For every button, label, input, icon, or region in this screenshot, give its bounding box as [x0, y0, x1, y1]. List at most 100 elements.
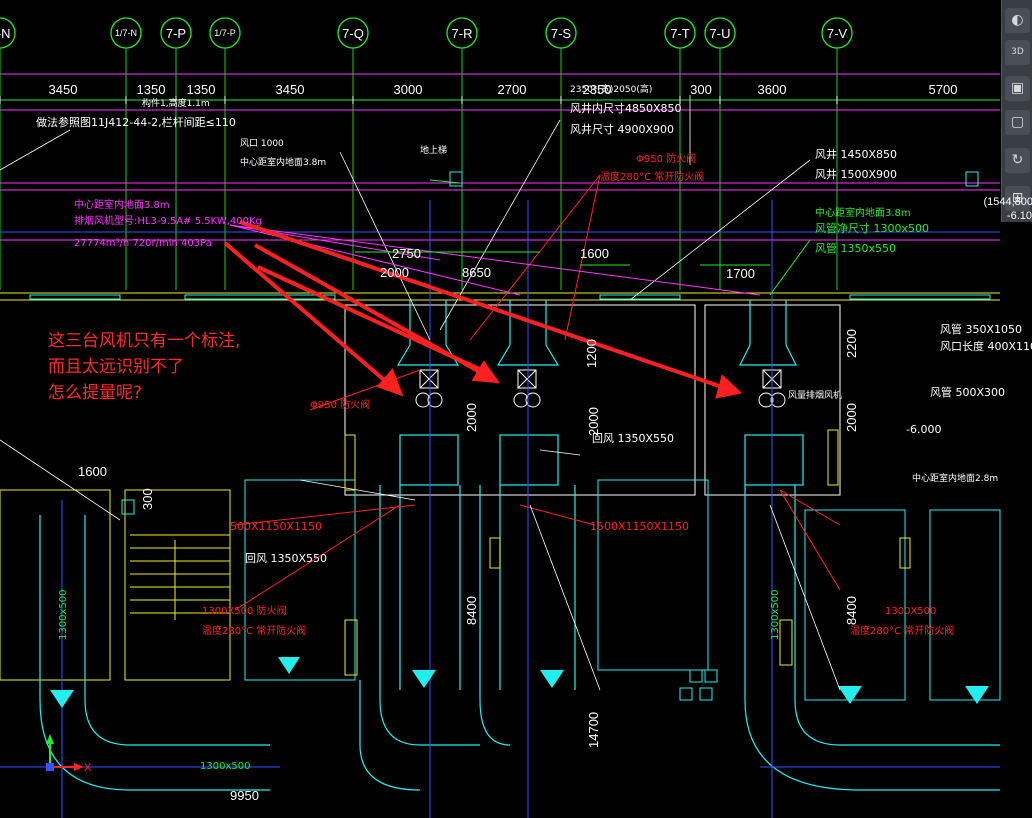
question-line-3: 怎么提量呢?: [48, 383, 142, 403]
note-duct-500: 风管 500X300: [930, 385, 1005, 399]
dim-8400-b: 8400: [844, 596, 859, 625]
axis-bubble-7-n: 7-N: [0, 17, 16, 49]
duct-size-label: 1300x500: [200, 761, 250, 772]
axis-label: 7-T: [670, 26, 690, 41]
duct-vertical-label-left: 1300x500: [58, 590, 69, 640]
top-dim-8: 3600: [758, 82, 787, 97]
dim-8650: 8650: [462, 265, 491, 280]
top-dim-0: 3450: [49, 82, 78, 97]
dim-1700: 1700: [726, 266, 755, 281]
dim-300: 300: [140, 488, 155, 510]
axis-label: 1/7-P: [214, 28, 236, 38]
axis-bubble-7-p: 7-P: [160, 17, 192, 49]
note-center-height-b: 中心距室内地面2.8m: [912, 472, 998, 484]
axis-bubble-7-s: 7-S: [545, 17, 577, 49]
top-dim-4: 3000: [394, 82, 423, 97]
globe-icon[interactable]: ◐: [1005, 8, 1030, 33]
axis-label: 7-U: [710, 26, 731, 41]
ucs-x-label: X: [84, 762, 92, 774]
note-return-a: 回风 1350X550: [592, 432, 674, 445]
note-fire-damper-temp-c: 温度280°C 常开防火阀: [850, 624, 954, 637]
note-shaft-1500: 风井 1500X900: [815, 167, 897, 181]
duct-centerlines: [0, 200, 1000, 818]
note-fan-capacity: 27774m³/h 720r/min 403Pa: [74, 238, 212, 249]
column-markers: [121, 171, 979, 701]
exhaust-fan-2[interactable]: [513, 369, 541, 408]
note-fire-damper-temp-b: 温度280°C 常开防火阀: [202, 624, 306, 637]
coord-readout-y: -6.10: [1006, 210, 1032, 222]
axis-label: 7-S: [551, 26, 572, 41]
dim-2000-v3: 2000: [844, 403, 859, 432]
note-green-center: 中心距室内地面3.8m: [815, 206, 911, 219]
dim-2000-v1: 2000: [464, 403, 479, 432]
top-dim-3: 3450: [276, 82, 305, 97]
note-fan-name: 风量排烟风机: [788, 389, 842, 401]
top-dim-1: 1350: [137, 82, 166, 97]
note-railing-spec: 做法参照图11J412-44-2,栏杆间距≤110: [36, 115, 236, 129]
note-plenum-b: 1500X1150X1150: [590, 520, 689, 533]
dim-14700: 14700: [586, 712, 601, 748]
cube-3d-icon[interactable]: 3D: [1005, 40, 1030, 65]
axis-label: 7-R: [452, 26, 473, 41]
dim-2750: 2750: [392, 246, 421, 261]
green-leaders: [355, 179, 811, 296]
axis-label: 7-N: [0, 26, 10, 41]
box-front-icon[interactable]: ▢: [1005, 110, 1030, 135]
note-duct-1300: 风管净尺寸 1300x500: [815, 221, 929, 235]
box-icon[interactable]: ▣: [1005, 76, 1030, 101]
top-dim-5: 2700: [498, 82, 527, 97]
axis-bubble-7-u: 7-U: [704, 17, 736, 49]
top-dim-7: 300: [690, 82, 712, 97]
red-arrows: [223, 220, 743, 399]
dim-9950: 9950: [230, 788, 259, 803]
orbit-icon[interactable]: ↻: [1005, 148, 1030, 173]
note-shaft-outer: 风井尺寸 4900X900: [570, 122, 674, 136]
top-dim-6: 2350: [583, 82, 612, 97]
note-fan-model: 排烟风机型号:HL3-9.5A# 5.5KW,400Kg: [74, 214, 262, 227]
note-fire-damper-1300: 1300X500 防火阀: [202, 604, 287, 617]
axis-bubble-7-t: 7-T: [664, 17, 696, 49]
building-walls: [0, 292, 1001, 701]
note-stair-up: 地上梯: [420, 144, 447, 156]
dim-2000: 2000: [380, 265, 409, 280]
top-dimension-lines: [0, 73, 1000, 241]
axis-label: 1/7-N: [115, 28, 137, 38]
white-leaders: [0, 95, 841, 691]
axis-label: 7-P: [166, 26, 186, 41]
coord-readout-x: (1544,800: [983, 196, 1032, 208]
dim-2200: 2200: [844, 329, 859, 358]
view-toolbar: ◐ 3D ▣ ▢ ↻ ⊞: [1001, 0, 1032, 222]
axis-bubbles: 7-N 1/7-N 7-P 1/7-P 7-Q 7-R 7-S 7-T 7-U 7-V: [0, 17, 853, 49]
air-shaft-3[interactable]: [739, 300, 1000, 791]
red-leaders: [234, 174, 841, 611]
air-diffusers[interactable]: [50, 657, 989, 708]
yellow-elements: [344, 429, 911, 676]
note-fire-damper-b: Φ950 防火阀: [310, 398, 370, 411]
axis-bubble-7-r: 7-R: [446, 17, 478, 49]
note-shaft-1450: 风井 1450X850: [815, 147, 897, 161]
axis-bubble-7-v: 7-V: [821, 17, 853, 49]
note-fire-damper-a: Φ950 防火阀: [636, 152, 696, 165]
note-fire-damper-temp-a: 温度280°C 常开防火阀: [600, 170, 704, 183]
axis-grid-lines: [0, 48, 838, 290]
top-dim-2: 1350: [187, 82, 216, 97]
exhaust-fan-1[interactable]: [415, 369, 443, 408]
pan-icon[interactable]: ⊞: [1005, 186, 1030, 211]
dim-1200: 1200: [584, 339, 599, 368]
axis-bubble-1-7-p: 1/7-P: [209, 17, 241, 49]
note-shaft-size-a: 2350*(宽)2050(高): [570, 83, 652, 95]
note-duct-1350: 风管 1350x550: [815, 241, 896, 255]
note-shaft-inner: 风井内尺寸4850X850: [570, 101, 682, 115]
stair-hatch: [130, 534, 230, 620]
axis-label: 7-V: [827, 26, 848, 41]
note-fire-damper-right: 1300X500: [885, 606, 936, 617]
note-fan-center: 中心距室内地面3.8m: [74, 198, 170, 211]
axis-bubble-7-q: 7-Q: [337, 17, 369, 49]
note-plenum-a: 500X1150X1150: [230, 520, 322, 533]
duct-vertical-label-right: 1300x500: [770, 590, 781, 640]
note-duct-350: 风管 350X1050: [940, 322, 1022, 336]
axis-label: 7-Q: [342, 26, 364, 41]
ucs-icon: X: [46, 734, 92, 774]
